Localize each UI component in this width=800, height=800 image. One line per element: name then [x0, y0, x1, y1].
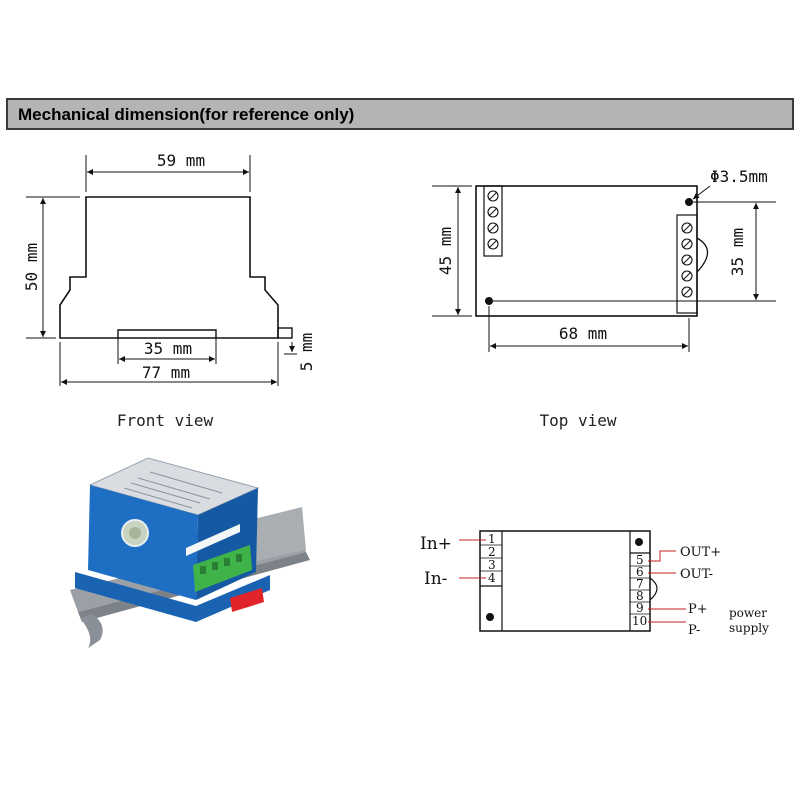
front-view-caption: Front view [117, 411, 214, 430]
top-view-caption: Top view [539, 411, 616, 430]
pin-3: 3 [488, 558, 496, 572]
wiring-diagram: 1 2 3 4 5 6 7 8 9 10 In+ In- OUT+ OUT- P… [420, 530, 769, 638]
pin-1: 1 [488, 532, 496, 546]
front-view-foot [277, 327, 293, 339]
pin-grid-right [630, 565, 650, 615]
dim-top-hole: Φ3.5mm [710, 167, 768, 186]
label-in-plus: In+ [420, 534, 452, 554]
label-in-minus: In- [424, 569, 447, 589]
dim-front-base: 77 mm [142, 363, 190, 382]
dim-front-height: 50 mm [22, 243, 41, 291]
wiring-body [479, 530, 651, 632]
top-view-right-screws [681, 222, 693, 298]
label-out-minus: OUT- [680, 567, 713, 582]
top-view-hole-top [685, 198, 693, 206]
product-photo [70, 457, 310, 648]
din-clip [230, 588, 264, 612]
label-p-plus: P+ [688, 602, 708, 617]
dim-front-foot: 5 mm [297, 333, 316, 372]
top-view-body [475, 185, 698, 317]
label-supply: supply [729, 621, 769, 635]
pin-9: 9 [636, 601, 644, 615]
pin-8: 8 [636, 589, 644, 603]
dim-top-hole-spacing: 35 mm [728, 228, 747, 276]
top-view-left-screws [487, 190, 499, 250]
top-view-left-terminal [483, 185, 503, 257]
top-view-tab [696, 237, 709, 273]
top-view: Φ3.5mm 45 mm 35 mm 68 mm Top view [432, 167, 776, 430]
dim-front-inner: 35 mm [144, 339, 192, 358]
dim-front-width-top: 59 mm [157, 151, 205, 170]
pin-7: 7 [636, 577, 644, 591]
front-view-outline [59, 196, 279, 339]
wiring-hole-bottom [486, 613, 494, 621]
pin-10: 10 [632, 614, 647, 628]
front-view: 59 mm 50 mm 35 mm 77 mm 5 mm Front view [22, 151, 316, 430]
front-view-groove [117, 329, 217, 338]
top-view-hole-bottom [485, 297, 493, 305]
label-out-plus: OUT+ [680, 545, 721, 560]
wiring-hole-top [635, 538, 643, 546]
section-header: Mechanical dimension(for reference only) [6, 98, 794, 130]
pin-6: 6 [636, 565, 644, 579]
section-title: Mechanical dimension(for reference only) [18, 105, 355, 124]
pin-2: 2 [488, 545, 496, 559]
pin-5: 5 [636, 553, 644, 567]
label-p-minus: P- [688, 623, 700, 638]
label-power: power [729, 606, 767, 620]
dim-top-height: 45 mm [436, 227, 455, 275]
pin-4: 4 [488, 571, 496, 585]
top-view-right-terminal [676, 214, 698, 314]
pin-grid-left [480, 544, 502, 572]
dim-top-length: 68 mm [559, 324, 607, 343]
